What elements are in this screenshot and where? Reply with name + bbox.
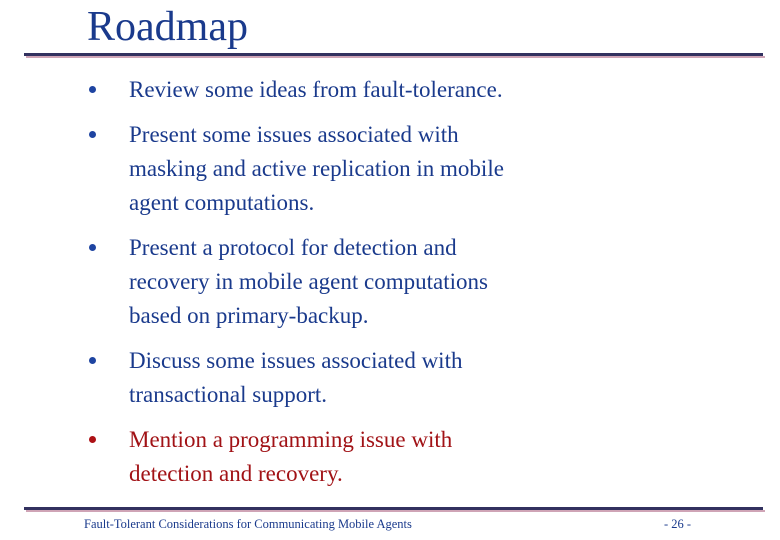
bullet-text: Mention a programming issue with detecti… bbox=[129, 427, 453, 486]
page-title: Roadmap bbox=[87, 4, 248, 50]
bullet-text: Present a protocol for detection and rec… bbox=[129, 235, 488, 328]
bullet-dot-icon bbox=[89, 357, 96, 364]
bullet-dot-icon bbox=[89, 131, 96, 138]
bullet-list: Review some ideas from fault-tolerance. P… bbox=[89, 73, 694, 502]
bullet-text: Present some issues associated with mask… bbox=[129, 122, 504, 215]
bullet-item: Present some issues associated with mask… bbox=[89, 118, 694, 220]
bullet-item: Present a protocol for detection and rec… bbox=[89, 231, 694, 333]
footer-divider bbox=[24, 507, 765, 513]
header-divider bbox=[24, 53, 765, 59]
footer-title: Fault-Tolerant Considerations for Commun… bbox=[84, 517, 412, 531]
bullet-text: Review some ideas from fault-tolerance. bbox=[129, 77, 503, 102]
bullet-dot-icon bbox=[89, 86, 96, 93]
bullet-dot-icon bbox=[89, 436, 96, 443]
page-number: - 26 - bbox=[664, 517, 692, 531]
header-divider-pink-line bbox=[26, 55, 765, 58]
header-divider-navy-line bbox=[24, 53, 763, 56]
bullet-item: Discuss some issues associated with tran… bbox=[89, 344, 694, 412]
bullet-item: Review some ideas from fault-tolerance. bbox=[89, 73, 694, 107]
footer-divider-navy-line bbox=[24, 507, 763, 510]
bullet-dot-icon bbox=[89, 244, 96, 251]
bullet-item: Mention a programming issue with detecti… bbox=[89, 423, 694, 491]
footer-divider-pink-line bbox=[26, 509, 765, 512]
bullet-text: Discuss some issues associated with tran… bbox=[129, 348, 463, 407]
